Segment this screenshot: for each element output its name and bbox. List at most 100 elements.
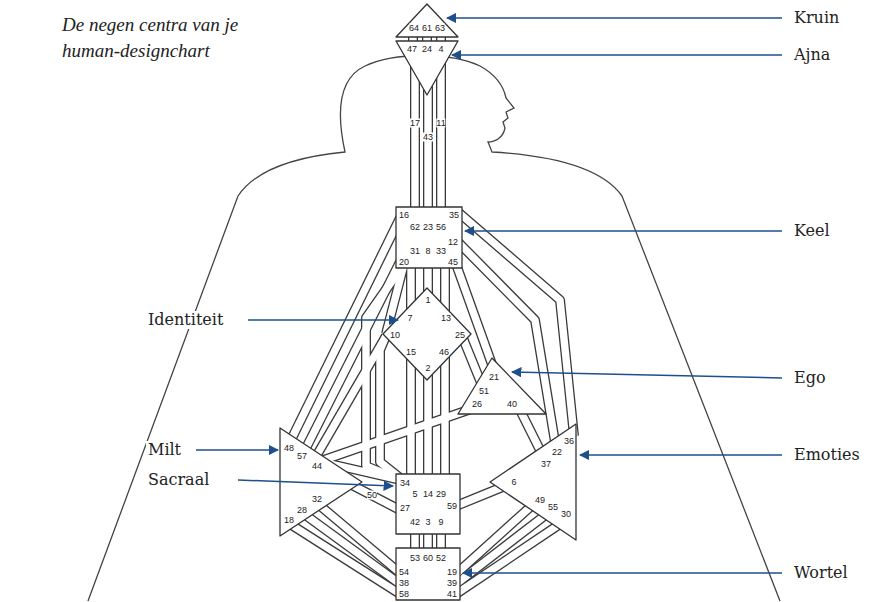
center-label: Wortel	[792, 564, 850, 582]
body-outline	[88, 56, 780, 602]
gate-number: 43	[423, 133, 433, 142]
chart-title: De negen centra van je human-designchart	[62, 12, 277, 63]
center-label: Keel	[792, 222, 832, 240]
gate-number: 28	[297, 506, 307, 515]
channel	[366, 264, 404, 480]
channel	[304, 514, 400, 584]
channel	[407, 350, 414, 478]
gate-number: 36	[564, 437, 574, 446]
gate-number: 19	[447, 568, 457, 577]
gate-number: 31	[410, 247, 420, 256]
gate-number: 3	[425, 518, 430, 527]
channel	[350, 484, 400, 510]
ajna-center	[396, 41, 458, 95]
gate-number: 26	[472, 400, 482, 409]
gate-number: 41	[447, 590, 457, 599]
leader-lines	[196, 18, 782, 573]
channel	[290, 524, 400, 594]
leader-line	[238, 480, 393, 486]
root-center	[396, 548, 460, 600]
gate-number: 37	[541, 460, 551, 469]
gate-number: 15	[406, 348, 416, 357]
leader-line	[447, 17, 782, 19]
gate-number: 63	[435, 24, 445, 33]
leader-line	[463, 572, 782, 574]
gate-number: 16	[399, 211, 409, 220]
channel	[411, 60, 418, 212]
channel	[436, 60, 446, 212]
channel	[406, 350, 416, 478]
gate-number: 18	[284, 516, 294, 525]
gate-number: 14	[423, 490, 433, 499]
gate-number: 53	[410, 554, 420, 563]
sacral-center	[396, 474, 460, 534]
gate-number: 50	[367, 491, 377, 500]
gate-number: 40	[507, 400, 517, 409]
gate-number: 10	[390, 331, 400, 340]
gate-number: 11	[436, 119, 445, 128]
leader-line	[580, 454, 782, 456]
leader-line	[512, 372, 782, 378]
channel	[410, 60, 420, 212]
gate-number: 49	[535, 496, 545, 505]
gate-number: 21	[489, 373, 499, 382]
gate-number: 58	[399, 590, 409, 599]
gate-number: 17	[410, 119, 420, 128]
gate-number: 60	[423, 554, 433, 563]
gate-number: 13	[441, 314, 451, 323]
gate-number: 39	[447, 579, 457, 588]
leader-line	[465, 230, 782, 232]
gate-number: 5	[412, 490, 417, 499]
gate-number: 9	[438, 518, 443, 527]
gate-number: 22	[552, 448, 562, 457]
gate-number: 52	[436, 554, 446, 563]
channel	[456, 264, 494, 370]
gate-number: 57	[297, 452, 307, 461]
center-label: Milt	[146, 441, 183, 459]
center-label: Ego	[792, 369, 828, 387]
gate-number: 24	[422, 45, 432, 54]
channel	[318, 504, 400, 573]
channel	[424, 80, 431, 212]
channel	[423, 80, 433, 212]
gate-number: 30	[561, 510, 571, 519]
gate-number: 25	[455, 331, 465, 340]
gate-number: 2	[425, 364, 430, 373]
channel	[456, 520, 566, 594]
center-label: Ajna	[792, 46, 832, 64]
channel	[456, 264, 494, 370]
gate-number: 4	[438, 45, 443, 54]
leader-line	[248, 319, 398, 321]
gate-number: 54	[399, 568, 409, 577]
gate-number: 27	[400, 504, 410, 513]
gate-number: 62	[410, 223, 420, 232]
gate-number: 46	[439, 348, 449, 357]
gate-number: 33	[436, 247, 446, 256]
channel	[458, 242, 556, 448]
gate-number: 64	[409, 24, 419, 33]
gate-number: 61	[422, 24, 432, 33]
gate-number: 47	[407, 45, 417, 54]
emotions-center	[490, 424, 576, 540]
channel	[380, 336, 400, 478]
channel	[318, 408, 474, 462]
ego-center	[458, 358, 546, 414]
gate-number: 6	[511, 478, 516, 487]
gate-number: 35	[449, 211, 459, 220]
gate-number: 1	[425, 296, 430, 305]
gate-number: 45	[448, 258, 458, 267]
gate-number: 29	[436, 490, 446, 499]
center-label: Identiteit	[146, 311, 225, 329]
head-center	[396, 4, 458, 37]
gate-number: 8	[425, 247, 430, 256]
gate-number: 20	[399, 258, 409, 267]
gate-number: 44	[312, 462, 322, 471]
channel	[350, 484, 400, 510]
channel	[458, 242, 556, 448]
gate-number: 12	[448, 238, 458, 247]
gate-number: 55	[548, 503, 558, 512]
center-label: Sacraal	[146, 471, 211, 489]
center-label: Kruin	[792, 9, 841, 27]
leader-line	[452, 54, 782, 56]
